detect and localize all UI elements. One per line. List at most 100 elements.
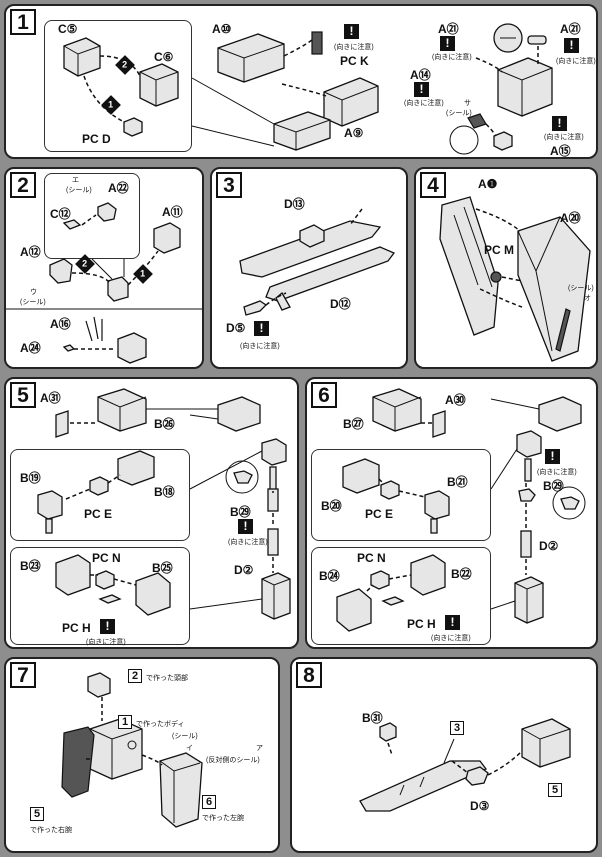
orientation-note: (向きに注意) — [431, 635, 471, 642]
seal-code-sa: サ — [464, 100, 471, 107]
step-8-drawing — [359, 718, 571, 812]
step-number: 6 — [311, 382, 337, 408]
caution-icon: ! — [238, 519, 253, 534]
orientation-note: (向きに注意) — [537, 469, 577, 476]
label-d5: D⑤ — [226, 321, 246, 335]
label-d2: D② — [539, 539, 559, 553]
orientation-note: (向きに注意) — [240, 343, 280, 350]
label-b24: B㉔ — [319, 569, 340, 583]
label-a9: A⑨ — [344, 126, 364, 140]
step-1-panel: 1 C⑤ C⑥ PC — [4, 4, 598, 159]
label-pch: PC H — [62, 621, 91, 635]
label-a31: A㉛ — [40, 391, 61, 405]
orientation-note: (向きに注意) — [334, 44, 374, 51]
caution-icon: ! — [414, 82, 429, 97]
seal-code-o: オ — [584, 295, 591, 302]
caption-body: で作ったボディ — [136, 721, 185, 728]
label-pce: PC E — [365, 507, 394, 521]
caption-head: で作った頭部 — [146, 675, 188, 682]
caution-icon: ! — [344, 24, 359, 39]
step-7-panel: 7 2 で作った頭部 1 で作ったボディ (シール) イ ア (反対側のシール)… — [4, 657, 280, 853]
step-number: 3 — [216, 172, 242, 198]
step-number: 8 — [296, 662, 322, 688]
label-b29: B㉙ — [543, 479, 564, 493]
step-8-panel: 8 B㉛ 3 D③ 5 — [290, 657, 598, 853]
step-4-panel: 4 A❶ A⑳ PC M (シール) オ — [414, 167, 598, 369]
step-ref-right-arm: 5 — [30, 807, 44, 821]
label-a12: A⑫ — [20, 245, 41, 259]
label-a15: A⑮ — [550, 144, 571, 158]
label-d3: D③ — [470, 799, 490, 813]
label-a10: A⑩ — [212, 22, 232, 36]
label-a16: A⑯ — [50, 317, 71, 331]
step-ref-head: 2 — [128, 669, 142, 683]
step-ref-rifle: 3 — [450, 721, 464, 735]
label-pcd: PC D — [82, 132, 111, 146]
label-d13: D⑬ — [284, 197, 305, 211]
label-b25: B㉕ — [152, 561, 173, 575]
caution-icon: ! — [445, 615, 460, 630]
orientation-note: (向きに注意) — [86, 639, 126, 646]
seal-note: (シール) — [20, 299, 46, 306]
sub-assembly-frame — [44, 173, 140, 259]
orientation-note: (向きに注意) — [556, 58, 596, 65]
seal-code-i: イ — [186, 745, 193, 752]
step-2-panel: 2 エ (シール) A㉒ C⑫ A⑪ A⑫ 1 2 ウ (シール) A⑯ A㉔ — [4, 167, 204, 369]
step-ref-body: 1 — [118, 715, 132, 729]
step-2-drawing — [6, 202, 202, 364]
label-c12: C⑫ — [50, 207, 71, 221]
label-pce: PC E — [84, 507, 113, 521]
label-c5: C⑤ — [58, 22, 78, 36]
step-number: 2 — [10, 172, 36, 198]
step-number: 7 — [10, 662, 36, 688]
label-a30: A㉚ — [445, 393, 466, 407]
caution-icon: ! — [545, 449, 560, 464]
seal-note: (シール) — [66, 187, 92, 194]
seal-code-e: エ — [72, 177, 79, 184]
orientation-note: (向きに注意) — [544, 134, 584, 141]
label-d2: D② — [234, 563, 254, 577]
sub-assembly-frame — [311, 449, 491, 541]
label-pcn: PC N — [357, 551, 386, 565]
step-ref-left-arm: 6 — [202, 795, 216, 809]
label-b29: B㉙ — [230, 505, 251, 519]
seal-code-a: ア — [256, 745, 263, 752]
step-6-panel: 6 B㉗ A㉚ B⑳ B㉑ PC E B㉔ PC N B㉒ PC H ! (向き… — [305, 377, 598, 649]
seal-note: (シール) — [568, 285, 594, 292]
step-1-drawing — [63, 23, 553, 155]
caution-icon: ! — [552, 116, 567, 131]
step-4-drawing — [439, 196, 591, 362]
seal-note: (シール) — [446, 110, 472, 117]
seal-code-u: ウ — [30, 289, 37, 296]
label-b31: B㉛ — [362, 711, 383, 725]
label-pcn: PC N — [92, 551, 121, 565]
label-b22: B㉒ — [451, 567, 472, 581]
step-number: 1 — [10, 9, 36, 35]
step-number: 5 — [10, 382, 36, 408]
label-b27: B㉗ — [343, 417, 364, 431]
label-a22: A㉒ — [108, 181, 129, 195]
seal-note: (シール) — [172, 733, 198, 740]
label-pch: PC H — [407, 617, 436, 631]
step-5-drawing — [37, 388, 291, 620]
step-7-drawing — [61, 672, 203, 828]
label-a20: A⑳ — [560, 211, 581, 225]
label-pck: PC K — [340, 54, 369, 68]
label-b26: B㉖ — [154, 417, 175, 431]
step-5-panel: 5 A㉛ B㉖ B⑲ B⑱ PC E B㉓ PC N B㉕ PC H ! — [4, 377, 299, 649]
label-a11: A⑪ — [162, 205, 183, 219]
orientation-note: (向きに注意) — [432, 54, 472, 61]
caution-icon: ! — [254, 321, 269, 336]
step-6-drawing — [336, 388, 586, 632]
label-b23: B㉓ — [20, 559, 41, 573]
caution-icon: ! — [100, 619, 115, 634]
caution-icon: ! — [564, 38, 579, 53]
caption-left-arm: で作った左腕 — [202, 815, 244, 822]
label-a21-right: A㉑ — [560, 22, 581, 36]
label-a24: A㉔ — [20, 341, 41, 355]
label-d12: D⑫ — [330, 297, 351, 311]
caution-icon: ! — [440, 36, 455, 51]
seal-reverse-note: (反対側のシール) — [206, 757, 260, 764]
label-a1: A❶ — [478, 177, 498, 191]
label-b21: B㉑ — [447, 475, 468, 489]
